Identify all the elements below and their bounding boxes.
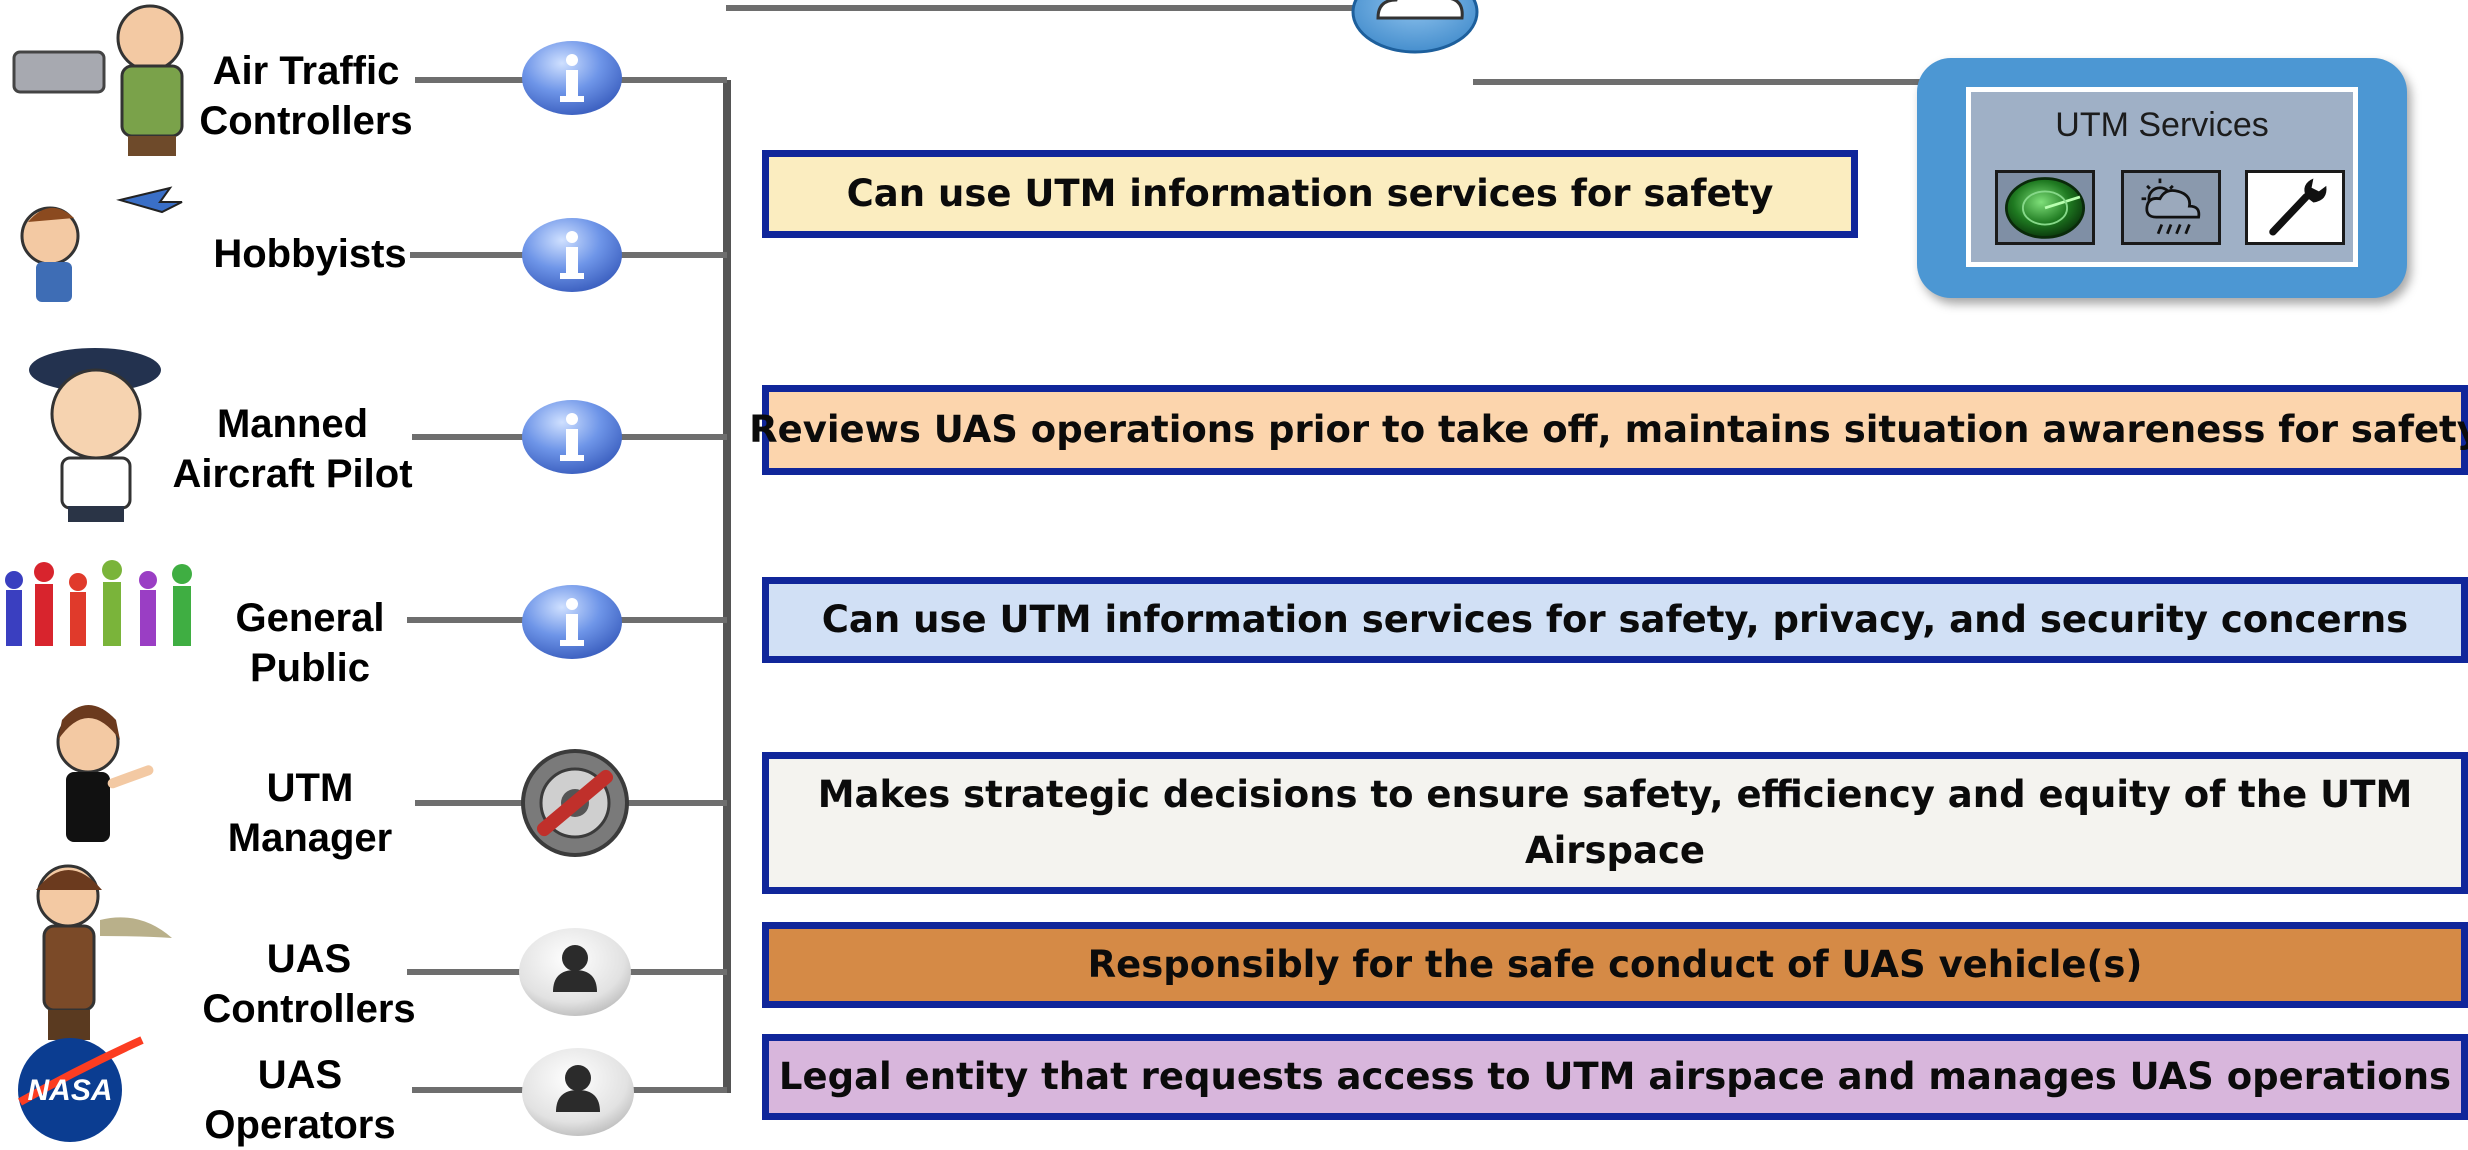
weather-graphic (2141, 178, 2201, 235)
role-label-manned-aircraft-pilot: Manned Aircraft Pilot (160, 399, 425, 499)
svg-text:NASA: NASA (27, 1074, 112, 1107)
role-label-line2: Operators (204, 1103, 396, 1147)
role-label-line1: Hobbyists (213, 232, 407, 276)
role-label-hobbyists: Hobbyists (200, 229, 420, 279)
description-box-uas-controllers: Responsibly for the safe conduct of UAS … (762, 922, 2468, 1008)
role-label-utm-manager: UTM Manager (210, 763, 410, 863)
general-public-illustration (5, 560, 192, 646)
role-label-line1: Manned (216, 402, 369, 446)
info-icon (522, 585, 622, 659)
role-label-air-traffic-controllers: Air Traffic Controllers (196, 46, 416, 146)
utm-services-inner: UTM Services (1966, 87, 2358, 267)
radar-graphic (2004, 177, 2086, 239)
role-label-line1: Air Traffic (212, 49, 400, 93)
role-label-uas-controllers: UAS Controllers (194, 934, 424, 1034)
role-label-line1: UTM (266, 766, 354, 810)
info-icon (522, 218, 622, 292)
cloud-icon (1351, 0, 1479, 54)
person-icon (522, 1048, 634, 1136)
wrench-graphic (2269, 178, 2327, 236)
wrench-icon (2245, 170, 2345, 245)
nasa-logo: NASA (18, 1036, 144, 1142)
info-icon (522, 400, 622, 474)
uas-controller-illustration (36, 864, 172, 1040)
role-label-uas-operators: UAS Operators (190, 1050, 410, 1150)
gear-wrench-icon (521, 749, 629, 857)
description-box-manned-pilot: Reviews UAS operations prior to take off… (749, 385, 2468, 475)
person-icon (519, 928, 631, 1016)
description-box-utm-manager: Makes strategic decisions to ensure safe… (762, 752, 2468, 894)
description-box-general-public: Can use UTM information services for saf… (762, 577, 2468, 663)
pilot-illustration (29, 348, 161, 522)
role-label-line1: UAS (266, 937, 352, 981)
hobbyist-illustration (20, 186, 183, 302)
role-label-line2: Controllers (202, 987, 416, 1031)
info-icon (522, 41, 622, 115)
description-box-uas-operators: Legal entity that requests access to UTM… (762, 1034, 2468, 1120)
role-label-line1: UAS (257, 1053, 343, 1097)
role-label-general-public: General Public (215, 593, 405, 693)
role-label-line2: Aircraft Pilot (172, 452, 413, 496)
utm-manager-illustration (56, 705, 154, 842)
air-traffic-controller-illustration (12, 4, 184, 156)
utm-services-title: UTM Services (2055, 106, 2269, 144)
role-label-line2: Controllers (199, 99, 413, 143)
role-label-line2: Public (249, 646, 371, 690)
radar-icon (1995, 170, 2095, 245)
utm-services-panel: UTM Services (1917, 58, 2407, 298)
weather-icon (2121, 170, 2221, 245)
role-label-line2: Manager (227, 816, 393, 860)
description-box-info-safety: Can use UTM information services for saf… (762, 150, 1858, 238)
role-label-line1: General (235, 596, 385, 640)
